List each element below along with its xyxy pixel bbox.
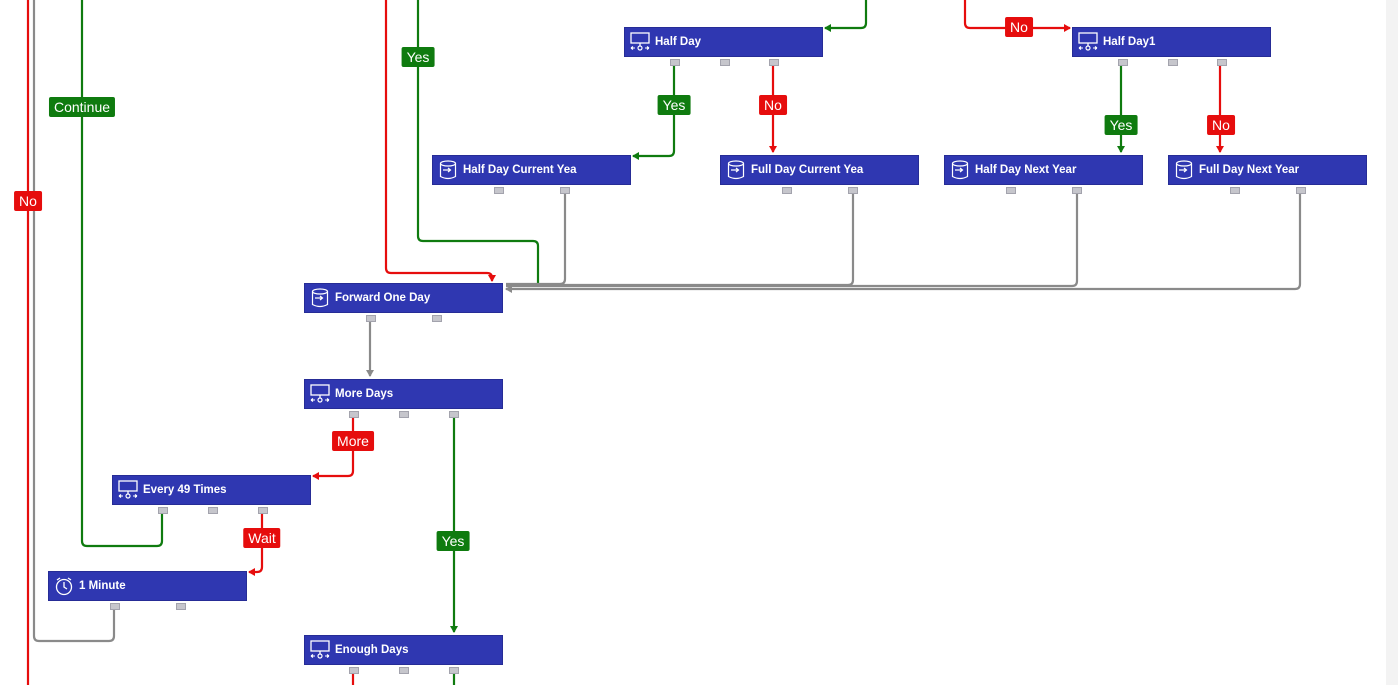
node-label: More Days: [335, 388, 394, 400]
output-port[interactable]: [399, 667, 409, 674]
output-port[interactable]: [848, 187, 858, 194]
connector-label-yes[interactable]: Yes: [436, 531, 470, 551]
wire-half-current-merge: [506, 191, 567, 286]
wire-red-into-forward: [384, 0, 496, 282]
connector-label-yes[interactable]: Yes: [401, 47, 435, 67]
database-step-icon: [305, 284, 335, 312]
wire-full-next-merge: [505, 191, 1302, 293]
node-every-49-times[interactable]: Every 49 Times: [112, 475, 311, 514]
wire-continue: [80, 0, 164, 548]
node-one-minute[interactable]: 1 Minute: [48, 571, 247, 610]
output-port[interactable]: [349, 411, 359, 418]
node-half-day-next-year[interactable]: Half Day Next Year: [944, 155, 1143, 194]
database-step-icon: [1169, 156, 1199, 184]
database-step-icon: [721, 156, 751, 184]
node-half-day-current-year[interactable]: Half Day Current Yea: [432, 155, 631, 194]
output-port[interactable]: [1072, 187, 1082, 194]
database-step-icon: [945, 156, 975, 184]
connector-label-no[interactable]: No: [1005, 17, 1033, 37]
wire-half-day-yes: [632, 63, 676, 160]
output-port[interactable]: [432, 315, 442, 322]
wire-red-into-half-day1: [963, 0, 1071, 32]
output-port[interactable]: [176, 603, 186, 610]
output-port[interactable]: [720, 59, 730, 66]
connector-label-continue[interactable]: Continue: [48, 97, 116, 117]
database-step-icon: [433, 156, 463, 184]
decision-icon: [625, 28, 655, 56]
connector-label-no[interactable]: No: [1207, 115, 1235, 135]
connector-label-no[interactable]: No: [14, 191, 42, 211]
connector-label-no[interactable]: No: [759, 95, 787, 115]
node-full-day-next-year[interactable]: Full Day Next Year: [1168, 155, 1367, 194]
node-label: Full Day Current Yea: [751, 164, 864, 176]
connector-label-wait[interactable]: Wait: [243, 528, 281, 548]
node-label: Half Day1: [1103, 36, 1156, 48]
node-half-day[interactable]: Half Day: [624, 27, 823, 66]
node-label: Half Day: [655, 36, 702, 48]
wire-one-minute-loop: [32, 0, 116, 643]
timer-icon: [49, 572, 79, 600]
node-label: Forward One Day: [335, 292, 431, 304]
wire-yes-into-forward: [416, 0, 540, 284]
output-port[interactable]: [769, 59, 779, 66]
decision-icon: [1073, 28, 1103, 56]
node-full-day-current-year[interactable]: Full Day Current Yea: [720, 155, 919, 194]
vertical-scrollbar-track[interactable]: [1386, 0, 1398, 685]
node-enough-days[interactable]: Enough Days: [304, 635, 503, 674]
output-port[interactable]: [1296, 187, 1306, 194]
connector-label-more[interactable]: More: [332, 431, 374, 451]
output-port[interactable]: [399, 411, 409, 418]
decision-icon: [305, 636, 335, 664]
wire-every-49-wait: [248, 510, 264, 576]
output-port[interactable]: [560, 187, 570, 194]
decision-icon: [113, 476, 143, 504]
output-port[interactable]: [449, 667, 459, 674]
node-label: Half Day Current Yea: [463, 164, 577, 176]
output-port[interactable]: [1217, 59, 1227, 66]
output-port[interactable]: [782, 187, 792, 194]
connector-label-yes[interactable]: Yes: [657, 95, 691, 115]
node-forward-one-day[interactable]: Forward One Day: [304, 283, 503, 322]
output-port[interactable]: [110, 603, 120, 610]
wire-half-next-merge: [506, 191, 1079, 288]
wire-more-days-more: [312, 415, 355, 480]
output-port[interactable]: [366, 315, 376, 322]
decision-icon: [305, 380, 335, 408]
output-port[interactable]: [349, 667, 359, 674]
node-label: 1 Minute: [79, 580, 126, 592]
node-half-day1[interactable]: Half Day1: [1072, 27, 1271, 66]
wire-full-current-merge: [506, 191, 855, 287]
wire-green-into-half-day: [824, 0, 868, 32]
output-port[interactable]: [1230, 187, 1240, 194]
node-label: Full Day Next Year: [1199, 164, 1300, 176]
output-port[interactable]: [449, 411, 459, 418]
output-port[interactable]: [670, 59, 680, 66]
output-port[interactable]: [1168, 59, 1178, 66]
node-label: Half Day Next Year: [975, 164, 1077, 176]
output-port[interactable]: [1006, 187, 1016, 194]
output-port[interactable]: [1118, 59, 1128, 66]
connector-label-yes[interactable]: Yes: [1104, 115, 1138, 135]
output-port[interactable]: [208, 507, 218, 514]
node-label: Every 49 Times: [143, 484, 227, 496]
node-label: Enough Days: [335, 644, 409, 656]
output-port[interactable]: [158, 507, 168, 514]
output-port[interactable]: [258, 507, 268, 514]
node-more-days[interactable]: More Days: [304, 379, 503, 418]
output-port[interactable]: [494, 187, 504, 194]
